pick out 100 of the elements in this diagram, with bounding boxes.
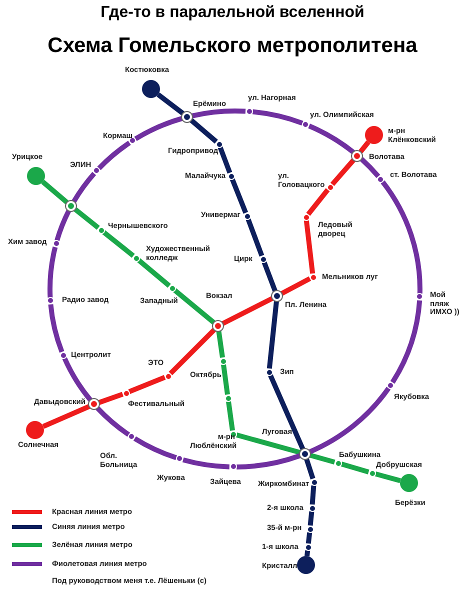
- station-dot: [266, 368, 272, 376]
- metro-line: [54, 209, 72, 242]
- station-dot: [306, 526, 314, 532]
- metro-line: [226, 401, 235, 431]
- station-dot: [98, 226, 104, 234]
- metro-line: [310, 485, 316, 505]
- metro-line: [304, 458, 316, 480]
- station-dot: [302, 214, 310, 220]
- terminal-station-dot: [400, 474, 418, 492]
- metro-line: [182, 457, 230, 470]
- metro-line: [262, 261, 278, 292]
- metro-line: [216, 330, 225, 358]
- metro-line: [308, 124, 356, 154]
- station-dot: [168, 284, 176, 292]
- metro-line: [246, 218, 264, 257]
- metro-line: [252, 109, 304, 126]
- metro-line: [374, 471, 401, 484]
- interchange-station-dot: [89, 399, 100, 410]
- metro-line: [304, 220, 316, 274]
- station-dot: [224, 394, 232, 402]
- title: Схема Гомельского метрополитена: [46, 34, 418, 58]
- station-dot: [122, 390, 130, 396]
- metro-line: [218, 146, 232, 174]
- metro-line: [340, 462, 370, 474]
- interchange-station-dot: [66, 201, 76, 212]
- metro-line: [306, 532, 312, 544]
- station-dot: [308, 504, 316, 512]
- station-dot: [216, 140, 222, 148]
- metro-line: [330, 158, 356, 186]
- station-dot: [416, 293, 424, 300]
- metro-line: [72, 172, 96, 204]
- metro-line: [156, 92, 186, 116]
- metro-line: [280, 276, 312, 296]
- metro-line: [133, 436, 178, 460]
- metro-line: [230, 178, 248, 214]
- station-dot: [260, 256, 266, 262]
- metro-line: [97, 140, 131, 170]
- metro-line: [266, 300, 279, 369]
- metro-line: [96, 406, 130, 437]
- station-dot: [377, 176, 384, 183]
- metro-line: [48, 304, 64, 353]
- station-dot: [93, 167, 100, 174]
- station-dot: [387, 382, 394, 389]
- interchange-station-dot: [272, 291, 282, 301]
- station-dot: [302, 121, 310, 128]
- station-dot: [246, 108, 253, 116]
- metro-line: [173, 288, 216, 325]
- metro-line: [221, 364, 230, 395]
- metro-line: [360, 157, 380, 178]
- station-dot: [304, 544, 312, 550]
- metro-line: [390, 300, 422, 384]
- station-dot: [164, 372, 172, 380]
- metro-line: [268, 374, 306, 450]
- station-dot: [60, 352, 67, 359]
- metro-line: [304, 550, 310, 556]
- metro-line: [42, 404, 90, 429]
- metro-line: [308, 386, 391, 454]
- metro-line: [74, 207, 100, 230]
- metro-line: [380, 180, 422, 294]
- metro-line: [221, 296, 274, 326]
- interchange-station-dot: [352, 150, 362, 161]
- station-dot: [310, 478, 318, 486]
- station-dot: [310, 274, 316, 280]
- interchange-station-dot: [213, 321, 223, 331]
- metro-line: [358, 140, 370, 154]
- metro-line: [128, 374, 166, 394]
- metro-line: [134, 116, 184, 142]
- subtitle: Где-то в паралельной вселенной: [100, 4, 366, 22]
- terminal-station-dot: [365, 126, 383, 144]
- station-dot: [334, 460, 342, 466]
- metro-line: [236, 453, 301, 470]
- terminal-station-dot: [27, 167, 45, 185]
- station-dot: [132, 254, 140, 262]
- station-dot: [326, 184, 334, 190]
- interchange-station-dot: [182, 112, 192, 122]
- interchange-station-dot: [300, 448, 310, 459]
- metro-line: [306, 188, 330, 216]
- metro-line: [308, 511, 314, 526]
- metro-line: [62, 357, 93, 402]
- terminal-station-dot: [142, 80, 160, 98]
- metro-line: [190, 118, 218, 144]
- metro-line: [309, 452, 336, 464]
- station-dot: [368, 470, 376, 476]
- station-dot: [128, 433, 136, 440]
- terminal-station-dot: [26, 421, 44, 439]
- metro-line: [236, 432, 301, 455]
- station-dot: [230, 463, 236, 470]
- metro-line: [192, 108, 246, 118]
- metro-line: [41, 180, 70, 205]
- station-dot: [46, 297, 54, 304]
- metro-line: [102, 230, 135, 258]
- station-dot: [244, 212, 250, 220]
- metro-line: [168, 328, 216, 376]
- metro-line: [48, 246, 58, 298]
- station-dot: [228, 172, 234, 180]
- metro-line: [98, 392, 124, 405]
- terminal-station-dot: [297, 556, 315, 574]
- station-dot: [220, 358, 226, 364]
- metro-line: [137, 258, 171, 288]
- station-dot: [52, 240, 60, 248]
